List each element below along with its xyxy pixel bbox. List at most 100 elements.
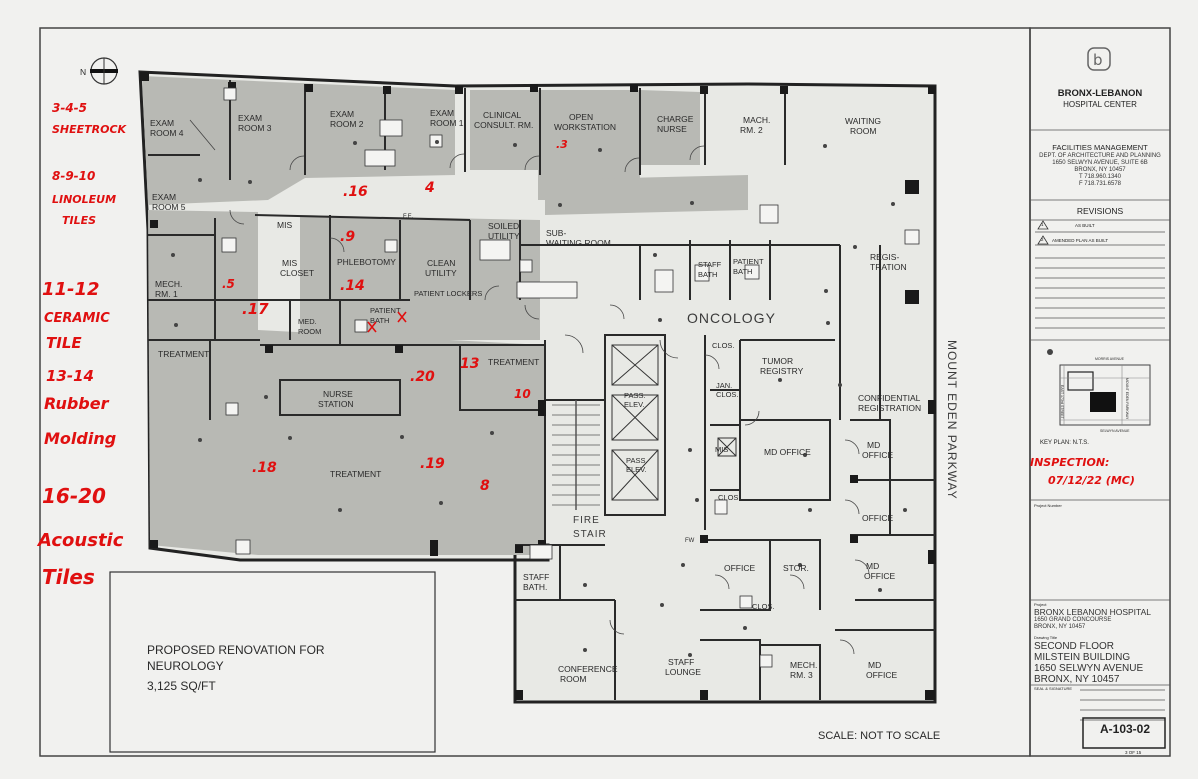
drawing-title-line: MILSTEIN BUILDING xyxy=(1034,652,1131,663)
hw-legend-8-9-10: 8-9-10 xyxy=(52,169,95,183)
hospital-logo-icon: b xyxy=(1087,47,1111,71)
scale-note: SCALE: NOT TO SCALE xyxy=(818,730,940,742)
room-label-clean-utility-line2: UTILITY xyxy=(425,268,457,278)
room-label-mech-rm-1-line1: MECH. xyxy=(155,279,182,289)
room-label-tumor-registry-line1: TUMOR xyxy=(762,356,793,366)
project-line: BRONX, NY 10457 xyxy=(1034,624,1086,630)
room-label-md-office-r2-line2: OFFICE xyxy=(864,571,895,581)
proposal-line-3: 3,125 SQ/FT xyxy=(147,679,216,693)
title-org-name: BRONX-LEBANON xyxy=(1057,88,1143,99)
title-block-dividers xyxy=(1030,129,1170,721)
room-label-patient-bath-2-line1: PATIENT xyxy=(370,306,401,315)
project-label: Project xyxy=(1034,602,1047,607)
room-label-sub-waiting-line1: SUB- xyxy=(546,228,566,238)
room-label-office-right: OFFICE xyxy=(862,513,893,523)
title-dept-lines: DEPT. OF ARCHITECTURE AND PLANNING 1650 … xyxy=(1035,153,1165,188)
seal-signature-label: SEAL & SIGNATURE xyxy=(1034,686,1073,691)
handwritten-marks: .3 .16 4 .9 .14 .5 .17 .20 13 10 .18 .19… xyxy=(222,138,568,494)
handwritten-legend: 3-4-5 SHEETROCK 8-9-10 LINOLEUM TILES 11… xyxy=(36,101,128,589)
room-label-mis: MIS xyxy=(277,220,292,230)
proposal-line-2: NEUROLOGY xyxy=(147,659,224,673)
room-label-charge-nurse-line1: CHARGE xyxy=(657,114,694,124)
hw-mark-17: .17 xyxy=(242,300,269,318)
room-label-exam-room-5-line1: EXAM xyxy=(152,192,176,202)
room-label-conference-line1: CONFERENCE xyxy=(558,664,618,674)
project-number-label: Project Number xyxy=(1034,503,1062,508)
room-label-jan-clos-line2: CLOS. xyxy=(716,390,739,399)
hw-mark-8: 8 xyxy=(480,478,490,494)
room-label-patient-bath-line2: BATH xyxy=(733,267,752,276)
hw-legend-13-14: 13-14 xyxy=(46,367,94,385)
room-label-md-office-center: MD OFFICE xyxy=(764,447,811,457)
key-plan-map xyxy=(1047,349,1151,426)
project-info: BRONX LEBANON HOSPITAL 1650 GRAND CONCOU… xyxy=(1034,608,1151,631)
room-label-exam-room-3-line1: EXAM xyxy=(238,113,262,123)
room-label-pass-elev-1-line2: ELEV. xyxy=(624,400,645,409)
drawing-title-label: Drawing Title xyxy=(1034,635,1058,640)
room-label-treatment-small: TREATMENT xyxy=(488,357,539,367)
hw-mark-19: .19 xyxy=(420,456,445,472)
key-plan-label: KEY PLAN: N.T.S. xyxy=(1040,440,1089,446)
sprinkler-markers xyxy=(171,140,907,657)
revisions-title: REVISIONS xyxy=(1076,206,1124,216)
room-label-confidential-line2: REGISTRATION xyxy=(858,403,921,413)
title-department: FACILITIES MANAGEMENT xyxy=(1052,143,1148,152)
room-label-open-workstation-line2: WORKSTATION xyxy=(554,122,616,132)
room-label-staff-bath-2-line2: BATH. xyxy=(523,582,547,592)
room-label-pass-elev-1-line1: PASS. xyxy=(624,391,646,400)
room-label-patient-lockers: PATIENT LOCKERS xyxy=(414,289,482,298)
room-label-exam-room-1-line1: EXAM xyxy=(430,108,454,118)
keyplan-street-selwyn: SELWYN AVENUE xyxy=(1100,429,1130,433)
room-label-fw: FW xyxy=(685,538,695,544)
logo-letter: b xyxy=(1093,51,1103,69)
hw-mark-4: 4 xyxy=(424,180,435,196)
room-label-clinical-consult-line2: CONSULT. RM. xyxy=(474,120,533,130)
hw-legend-11-12: 11-12 xyxy=(42,279,100,300)
hw-legend-16-20: 16-20 xyxy=(42,484,106,508)
sheet-number: A-103-02 xyxy=(1099,722,1151,736)
hw-cross-marks xyxy=(367,311,407,333)
room-label-med-room-line2: ROOM xyxy=(298,327,321,336)
street-label-mount-eden-parkway: MOUNT EDEN PARKWAY xyxy=(945,340,959,500)
room-label-fire-stair-line1: FIRE xyxy=(573,515,600,526)
room-label-soiled-utility-line2: UTILITY xyxy=(488,231,520,241)
hw-legend-ceramic: CERAMIC xyxy=(44,311,110,326)
room-label-staff-lounge-line1: STAFF xyxy=(668,657,694,667)
hw-legend-tiles-2: Tiles xyxy=(42,565,95,589)
room-label-exam-room-2-line1: EXAM xyxy=(330,109,354,119)
drawing-title-line: BRONX, NY 10457 xyxy=(1034,674,1120,685)
room-label-exam-room-1-line2: ROOM 1 xyxy=(430,118,464,128)
room-label-mis-closet-line2: CLOSET xyxy=(280,268,314,278)
renovation-shaded-area xyxy=(142,76,748,555)
hw-legend-rubber: Rubber xyxy=(44,394,110,413)
dept-line: F 718.731.6578 xyxy=(1078,181,1122,187)
project-line: BRONX LEBANON HOSPITAL xyxy=(1034,607,1151,617)
room-label-mis-closet-line1: MIS xyxy=(282,258,297,268)
sheet-number-box xyxy=(1082,717,1166,749)
dept-line: 1650 SELWYN AVENUE, SUITE 6B xyxy=(1052,160,1148,166)
hw-legend-3-4-5: 3-4-5 xyxy=(52,101,87,115)
hw-mark-14: .14 xyxy=(340,278,365,294)
door-swings xyxy=(189,119,870,655)
room-label-md-office-r1-line1: MD xyxy=(867,440,880,450)
room-label-mech-rm-3-line2: RM. 3 xyxy=(790,670,813,680)
room-label-registration-line1: REGIS- xyxy=(870,252,899,262)
revision-text: AMENDED PLAN AS BUILT xyxy=(1052,238,1109,243)
revision-mark: 2 xyxy=(1041,237,1044,242)
elevators xyxy=(611,344,737,501)
room-label-exam-room-2-line2: ROOM 2 xyxy=(330,119,364,129)
room-label-staff-bath-line2: BATH xyxy=(698,270,717,279)
room-label-waiting-room-line2: ROOM xyxy=(850,126,876,136)
room-label-conference-line2: ROOM xyxy=(560,674,586,684)
hw-mark-10: 10 xyxy=(514,387,531,401)
keyplan-street-173rd: EAST 173rd STREET xyxy=(1060,385,1064,420)
revision-triangle-icon xyxy=(1037,220,1049,245)
room-label-exam-room-5-line2: ROOM 5 xyxy=(152,202,186,212)
room-label-mach-rm-2-line2: RM. 2 xyxy=(740,125,763,135)
room-label-fire-stair-line2: STAIR xyxy=(573,529,607,540)
room-label-pass-elev-2-line2: ELEV. xyxy=(626,465,647,474)
room-label-md-office-r3-line1: MD xyxy=(868,660,881,670)
room-label-confidential-line1: CONFIDENTIAL xyxy=(858,393,921,403)
drawing-title-line: 1650 SELWYN AVENUE xyxy=(1034,663,1144,674)
